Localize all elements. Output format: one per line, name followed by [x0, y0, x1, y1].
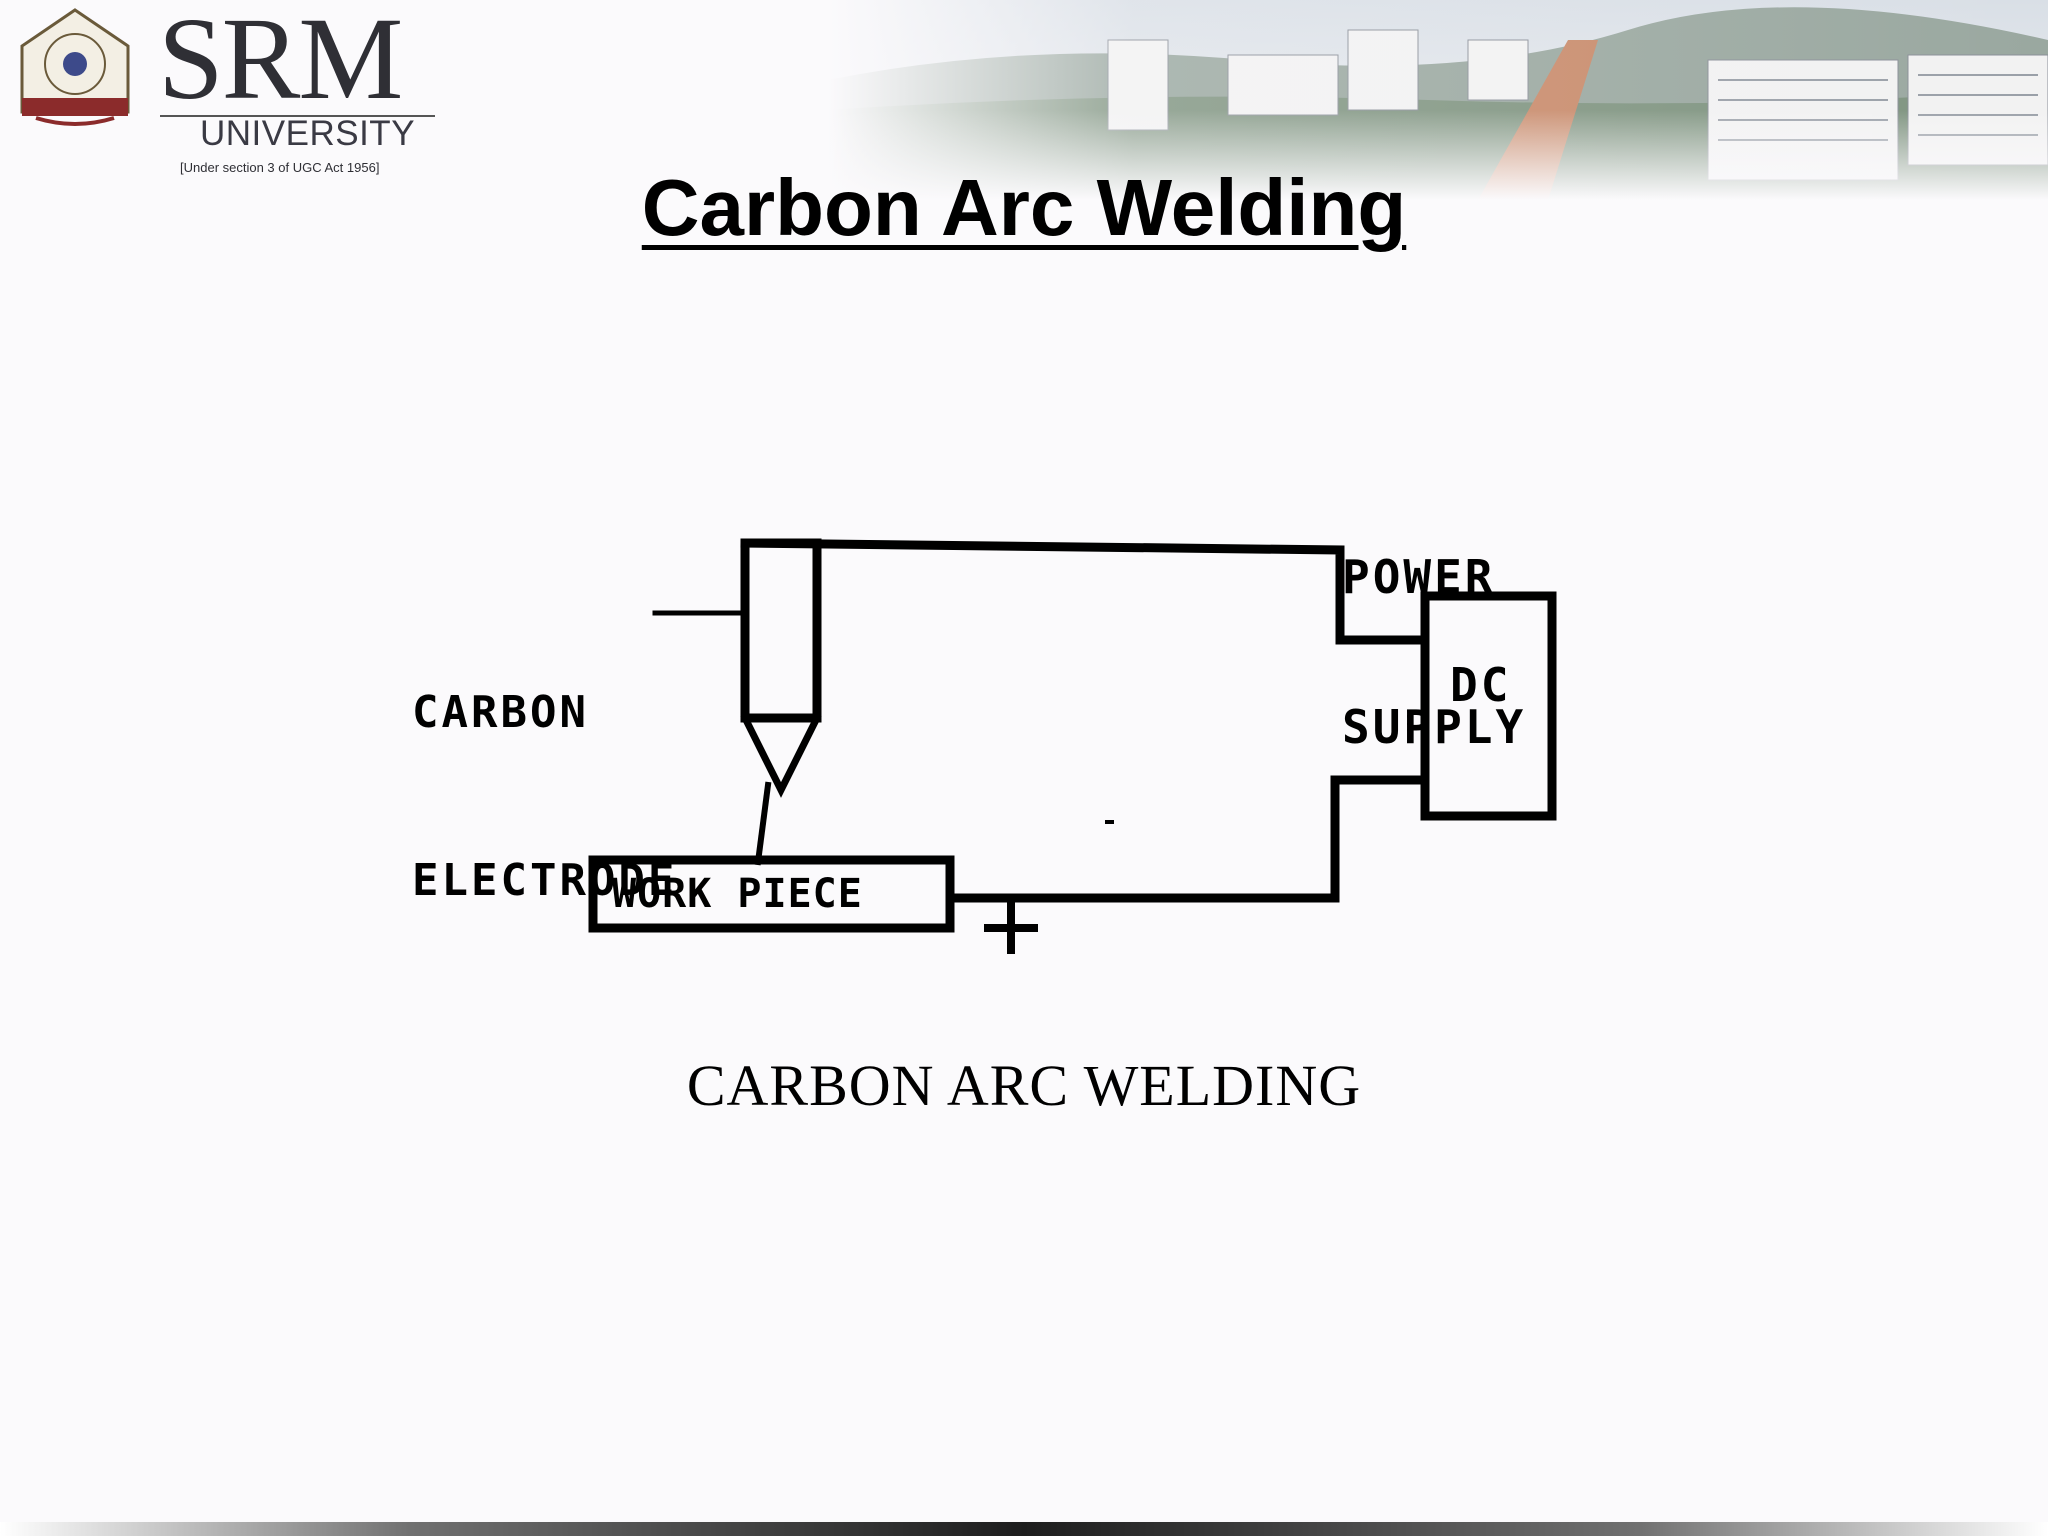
arc-cone — [745, 718, 817, 790]
top-wire — [745, 543, 1425, 640]
dc-label: DC — [1450, 660, 1511, 710]
arc-stem — [758, 785, 768, 862]
power-supply-line1: POWER — [1342, 552, 1526, 602]
carbon-electrode-label: CARBON ELECTRODE — [412, 573, 677, 1021]
carbon-electrode-rod — [745, 543, 817, 718]
work-piece-label: WORK PIECE — [612, 871, 863, 917]
power-supply-label: POWER SUPPLY — [1342, 452, 1526, 852]
footer-band — [0, 1522, 2048, 1536]
carbon-electrode-line1: CARBON — [412, 685, 677, 741]
diagram-caption: CARBON ARC WELDING — [0, 1052, 2048, 1119]
